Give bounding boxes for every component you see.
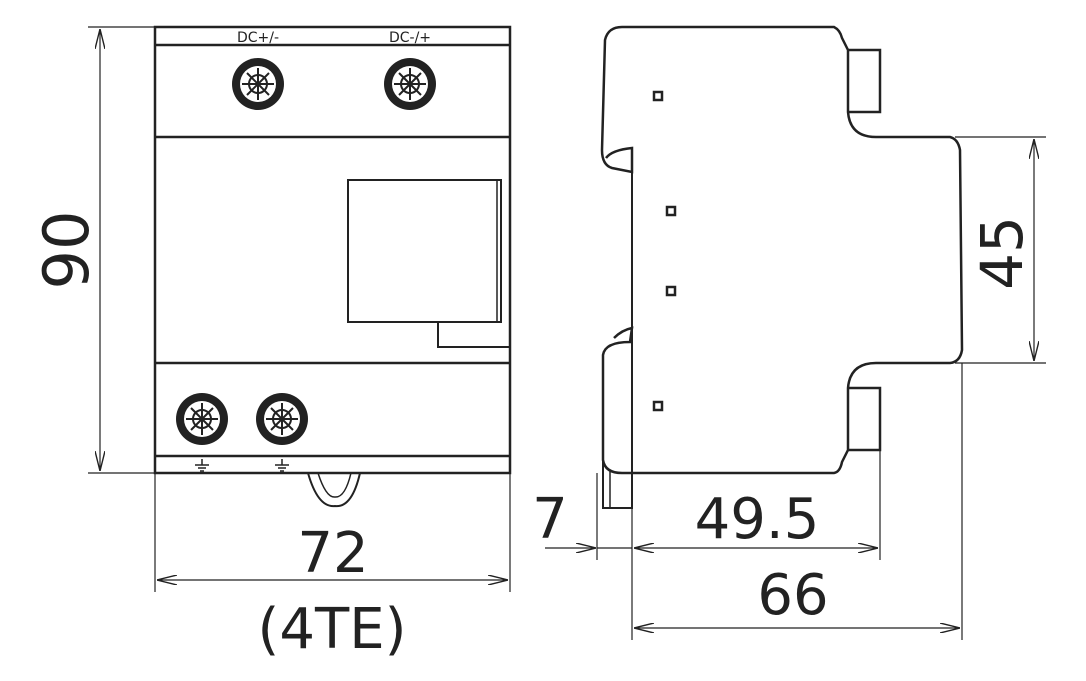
terminal-label-dc-minus-plus: DC-/+ bbox=[389, 30, 431, 46]
latch-mark bbox=[652, 400, 664, 412]
latch-mark bbox=[652, 90, 664, 102]
status-window bbox=[347, 179, 502, 323]
screw-terminal-dc-plus-minus bbox=[232, 58, 284, 110]
front-view bbox=[153, 25, 512, 508]
ground-icon bbox=[195, 459, 209, 472]
dimension-depth-total-label: 66 bbox=[757, 563, 828, 628]
din-clip-slider bbox=[602, 460, 633, 509]
front-housing bbox=[153, 25, 512, 475]
screw-terminal-earth-1 bbox=[176, 393, 228, 445]
ground-symbols bbox=[195, 459, 289, 472]
top-terminal-tab bbox=[848, 48, 882, 114]
screw-terminal-earth-2 bbox=[256, 393, 308, 445]
side-latch-marks bbox=[652, 90, 677, 412]
dimension-offset-label: 7 bbox=[532, 487, 568, 552]
screw-terminal-dc-minus-plus bbox=[384, 58, 436, 110]
dimension-height-label: 90 bbox=[30, 211, 103, 290]
side-housing-outline bbox=[600, 25, 964, 475]
side-view bbox=[600, 25, 964, 509]
bottom-terminal-tab bbox=[848, 386, 882, 452]
window-ledge bbox=[437, 322, 510, 348]
terminal-label-dc-plus-minus: DC+/- bbox=[237, 30, 279, 46]
dimension-lines bbox=[88, 26, 1046, 640]
din-clip-loop bbox=[307, 472, 361, 508]
dimension-modules-label: (4TE) bbox=[258, 597, 407, 662]
latch-mark bbox=[665, 285, 677, 297]
ground-icon bbox=[275, 459, 289, 472]
terminal-screws bbox=[176, 58, 436, 445]
dimension-rail-height-label: 45 bbox=[968, 216, 1036, 290]
dimension-width-label: 72 bbox=[297, 521, 368, 586]
latch-mark bbox=[665, 205, 677, 217]
dimension-depth-partial-label: 49.5 bbox=[695, 487, 820, 552]
